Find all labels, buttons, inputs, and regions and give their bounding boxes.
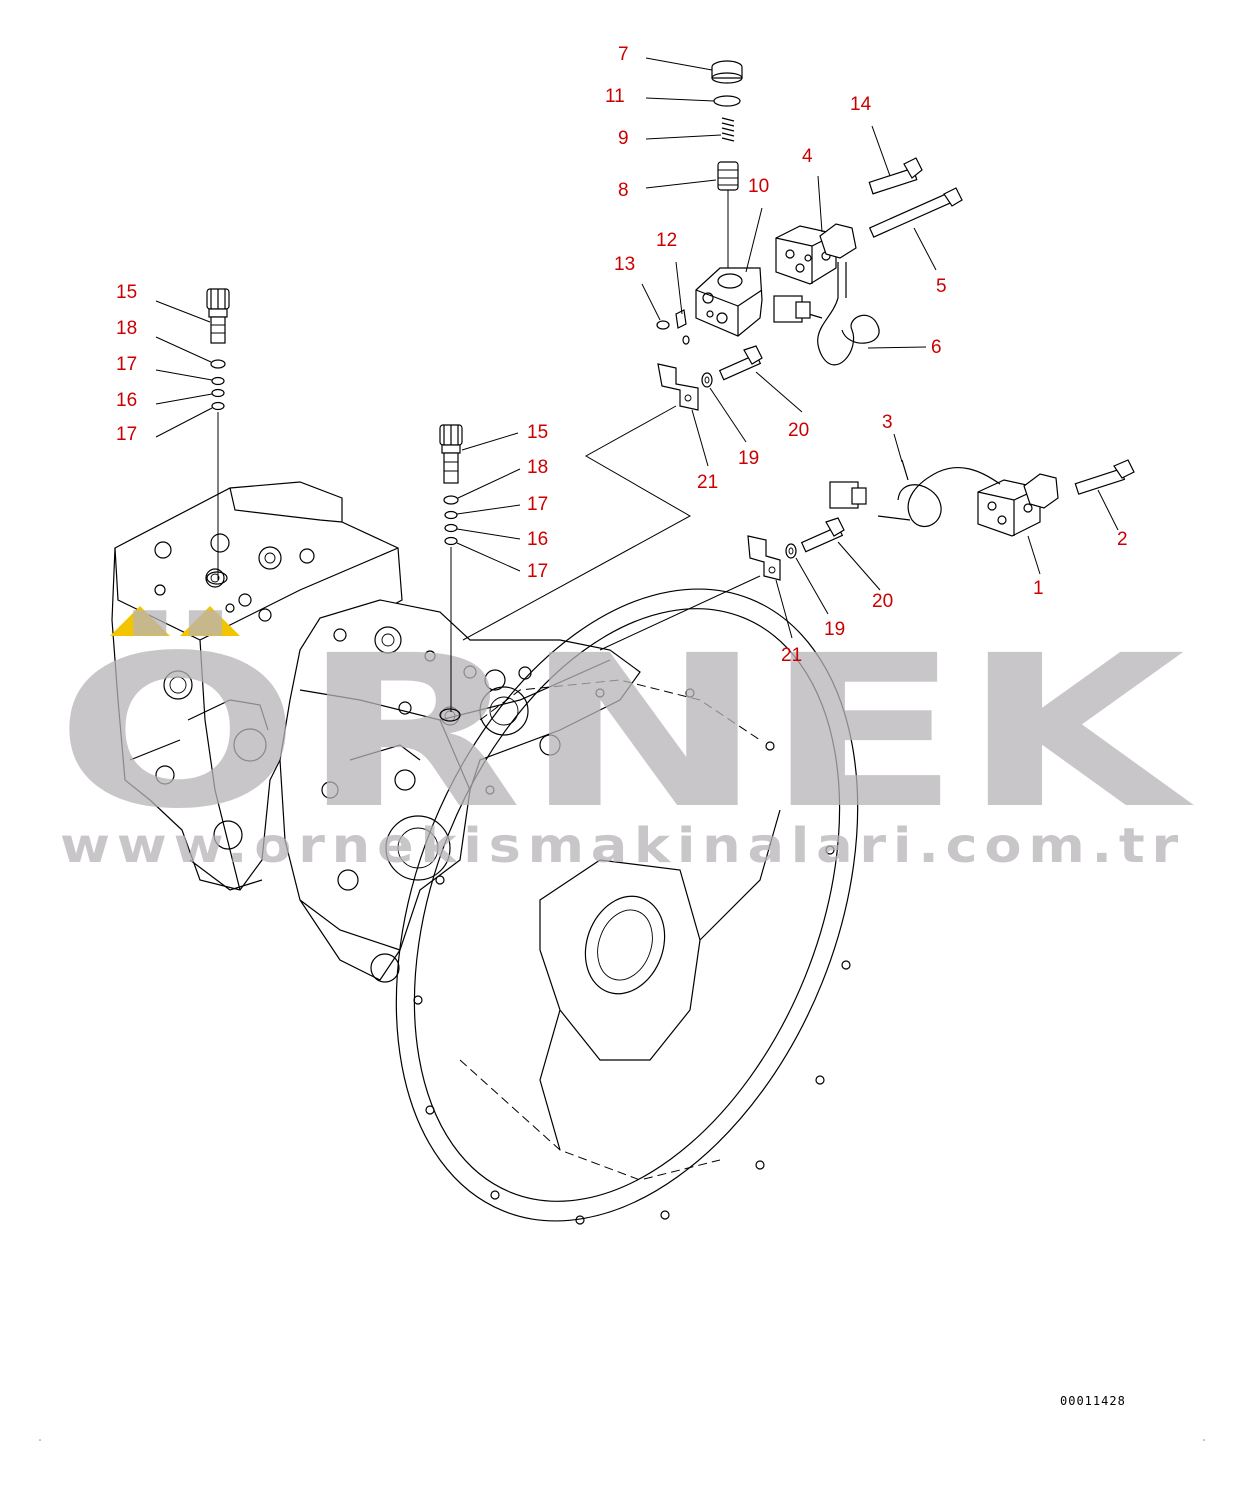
valve-assembly-middle: [439, 424, 463, 722]
watermark-brand: ÖRNEK: [55, 609, 1195, 855]
drawing-code: 00011428: [1060, 1394, 1126, 1408]
callout-1: 1: [1033, 578, 1044, 599]
callout-15-middle: 15: [527, 422, 548, 443]
callout-15-left: 15: [116, 282, 137, 303]
callout-11: 11: [605, 86, 625, 107]
callout-2: 2: [1117, 529, 1128, 550]
bracket-group-lower: [747, 517, 845, 581]
callout-19-upper: 19: [738, 448, 759, 469]
pump-housing-left: [111, 481, 403, 891]
callout-21-lower: 21: [781, 645, 802, 666]
corner-mark-right: [1203, 1439, 1205, 1441]
callout-20-lower: 20: [872, 591, 893, 612]
callout-18-middle: 18: [527, 457, 548, 478]
callout-3: 3: [882, 412, 893, 433]
corner-mark-left: [39, 1439, 41, 1441]
callout-18-left: 18: [116, 318, 137, 339]
valve-assembly-top: [656, 60, 763, 345]
callout-17-middle-lower: 17: [527, 561, 548, 582]
callout-12: 12: [656, 230, 677, 251]
watermark: ÖRNEK www.ornekismakinalari.com.tr: [55, 606, 1195, 874]
callout-7: 7: [618, 44, 629, 65]
assembly-guide-lines: [462, 405, 761, 651]
watermark-accent-right: [180, 606, 240, 636]
callout-9: 9: [618, 128, 629, 149]
callout-16-left: 16: [116, 390, 137, 411]
callout-17-left-lower: 17: [116, 424, 137, 445]
callout-17-left-upper: 17: [116, 354, 137, 375]
callout-19-lower: 19: [824, 619, 845, 640]
callout-13: 13: [614, 254, 635, 275]
callout-5: 5: [936, 276, 947, 297]
callout-17-middle-upper: 17: [527, 494, 548, 515]
solenoid-valve-lower: [829, 459, 1135, 537]
callout-14: 14: [850, 94, 872, 115]
watermark-url: www.ornekismakinalari.com.tr: [60, 818, 1185, 874]
callout-labels: 7 11 9 8 10 14 4 12 13 5 6 15 18 17 16 1…: [116, 44, 1128, 666]
watermark-accent-left: [110, 606, 170, 636]
solenoid-valve-upper: [773, 157, 963, 366]
callout-21-upper: 21: [697, 472, 718, 493]
callout-20-upper: 20: [788, 420, 809, 441]
pump-housing-middle: [279, 599, 641, 983]
leader-lines: [155, 57, 1119, 639]
flywheel-housing: [395, 588, 859, 1225]
callout-8: 8: [618, 180, 629, 201]
valve-assembly-left: [206, 288, 230, 585]
callout-16-middle: 16: [527, 529, 548, 550]
callout-10: 10: [748, 176, 769, 197]
callout-4: 4: [802, 146, 813, 167]
bracket-group-upper: [657, 345, 763, 411]
callout-6: 6: [931, 337, 942, 358]
